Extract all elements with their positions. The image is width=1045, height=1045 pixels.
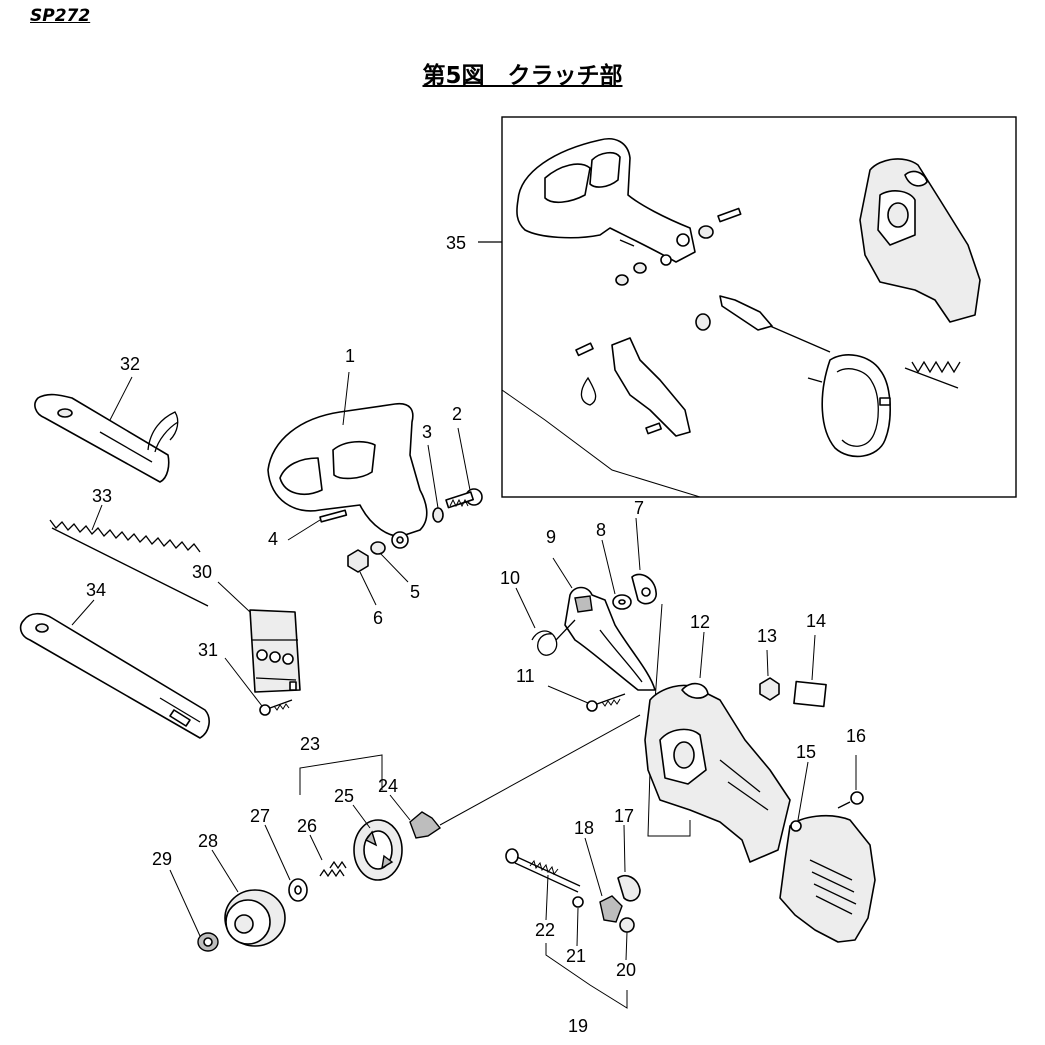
brake-band (821, 354, 961, 458)
callout-29: 29 (152, 849, 172, 869)
nut-part-20 (619, 917, 635, 933)
crankcase-part-12 (644, 682, 791, 863)
callout-17: 17 (614, 806, 634, 826)
tensioner-block-part-18 (599, 895, 623, 923)
clutch-hub-part-24 (409, 811, 442, 839)
callout-23: 23 (300, 734, 320, 754)
washer-part-27 (288, 878, 308, 902)
screw-part-31 (259, 681, 297, 716)
clutch-shoe-part-25 (353, 819, 403, 881)
callout-16: 16 (846, 726, 866, 746)
brake-lever-9 (564, 586, 656, 691)
link-part-7 (631, 573, 657, 605)
bolt-part-16 (837, 791, 864, 809)
chain-cover-plate-30 (249, 609, 301, 693)
brake-lever-handle (516, 138, 696, 266)
brake-small-parts (615, 207, 831, 383)
callout-6: 6 (373, 608, 383, 628)
callout-25: 25 (334, 786, 354, 806)
clutch-spring-part-26 (319, 860, 347, 878)
guide-bar-part-34 (19, 612, 210, 739)
callout-26: 26 (297, 816, 317, 836)
guide-bar-part-32 (34, 393, 179, 483)
callout-32: 32 (120, 354, 140, 374)
cover-hardware (319, 488, 483, 573)
callout-31: 31 (198, 640, 218, 660)
callout-11: 11 (516, 666, 535, 686)
callout-34: 34 (86, 580, 106, 600)
callout-20: 20 (616, 960, 636, 980)
callout-18: 18 (574, 818, 594, 838)
bearing-part-29 (197, 932, 219, 952)
callout-5: 5 (410, 582, 420, 602)
callout-4: 4 (268, 529, 278, 549)
leader-lines (71, 371, 857, 1009)
callout-19: 19 (568, 1016, 588, 1036)
callout-35: 35 (446, 233, 466, 253)
callout-2: 2 (452, 404, 462, 424)
callout-7: 7 (634, 498, 644, 518)
callout-numbers: 1 2 3 4 5 6 7 8 9 10 11 12 13 14 15 16 1… (86, 233, 866, 1036)
callout-22: 22 (535, 920, 555, 940)
callout-9: 9 (546, 527, 556, 547)
tensioner-pin-part-21 (572, 896, 584, 908)
clutch-cover-part-15 (779, 814, 876, 943)
callout-21: 21 (566, 946, 586, 966)
callout-10: 10 (500, 568, 520, 588)
figure-title: 第5図 クラッチ部 (422, 63, 623, 89)
callout-15: 15 (796, 742, 816, 762)
assembly-35-frame (501, 116, 1017, 498)
adjuster-part-17 (617, 874, 641, 902)
tensioner-bolt-part-22 (505, 848, 581, 893)
assembly-side-cover (859, 158, 981, 323)
washer-part-8 (612, 594, 632, 610)
callout-28: 28 (198, 831, 218, 851)
sprocket-cover-part-1 (267, 402, 428, 549)
callout-8: 8 (596, 520, 606, 540)
spring-part-10 (531, 619, 576, 656)
brake-mechanism (575, 337, 691, 437)
model-code: SP272 (30, 6, 91, 26)
callout-3: 3 (422, 422, 432, 442)
callout-1: 1 (345, 346, 355, 366)
screw-part-11 (586, 693, 626, 712)
nut-part-13 (759, 677, 780, 701)
sprocket-drum-part-28 (224, 889, 286, 947)
label-part-14 (793, 680, 827, 708)
callout-33: 33 (92, 486, 112, 506)
callout-27: 27 (250, 806, 270, 826)
saw-chain-part-33 (49, 519, 209, 607)
callout-12: 12 (690, 612, 710, 632)
callout-30: 30 (192, 562, 212, 582)
callout-14: 14 (806, 611, 826, 631)
callout-24: 24 (378, 776, 398, 796)
callout-13: 13 (757, 626, 777, 646)
